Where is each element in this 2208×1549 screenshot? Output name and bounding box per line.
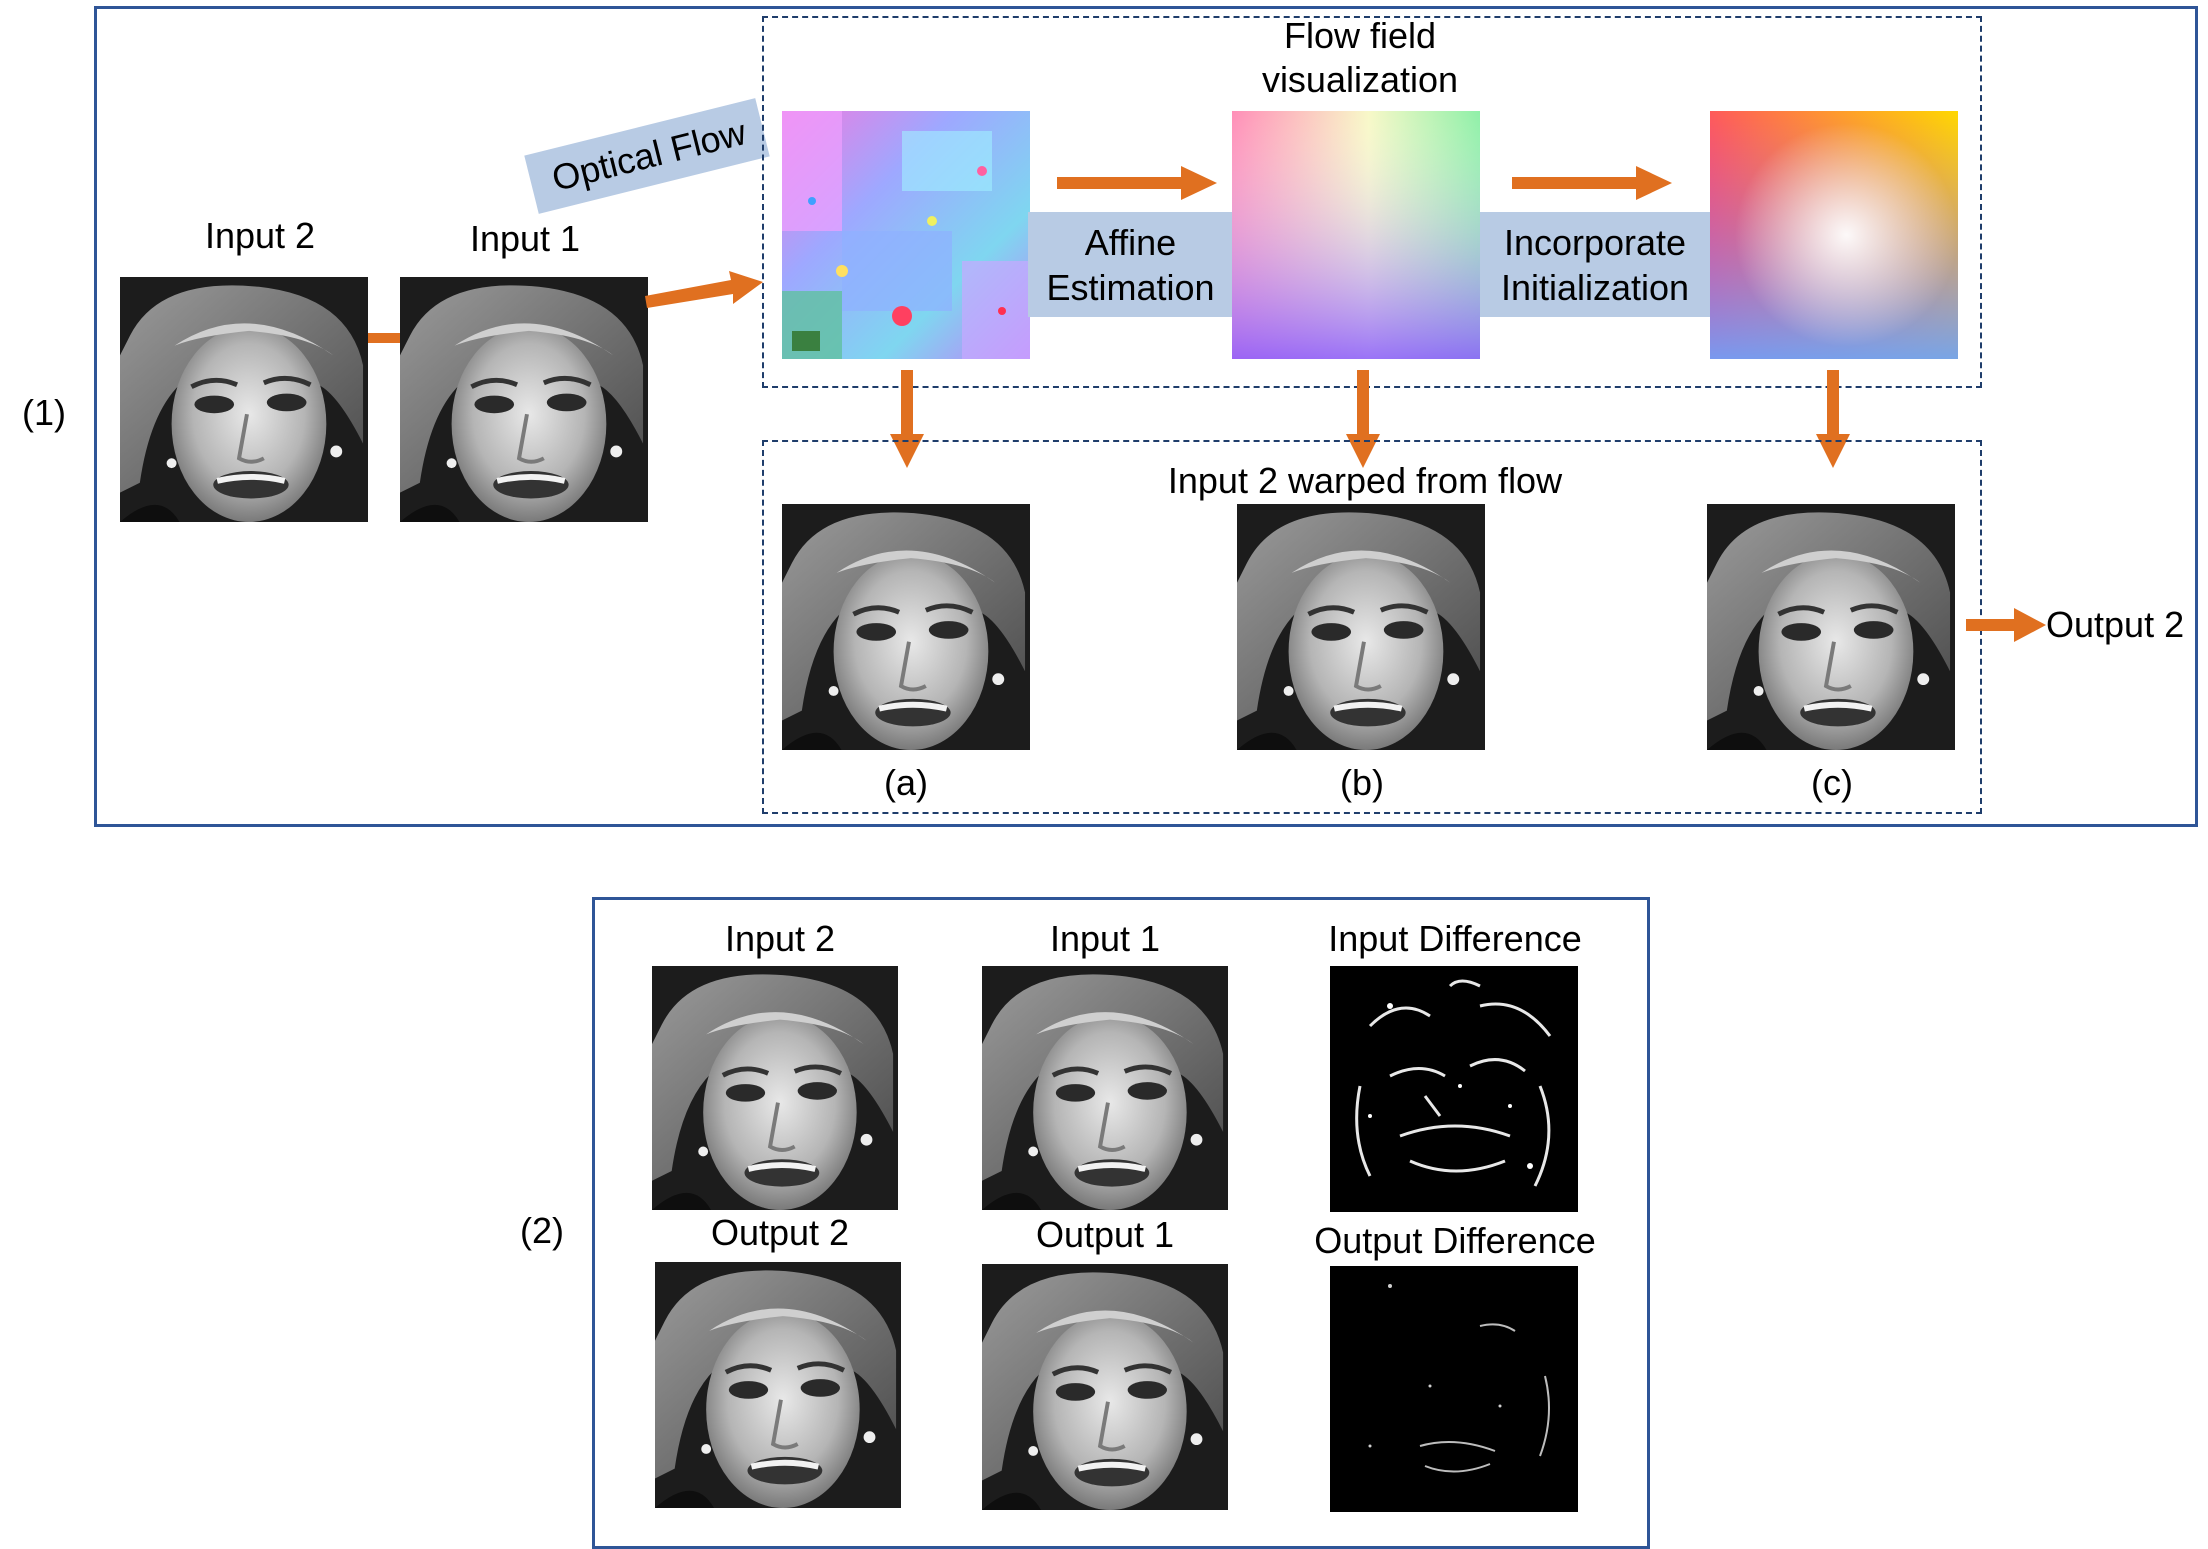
optical-flow-visualization [782,111,1030,359]
p2-output-1-label: Output 1 [1035,1214,1175,1255]
p2-input-2-image [652,966,898,1210]
affine-estimation-label: Affine Estimation [1046,222,1215,308]
affine-flow-visualization [1232,111,1480,359]
input-1-image [400,277,648,522]
arrow-down-c [1816,370,1850,468]
input-2-label: Input 2 [204,215,316,256]
input-connector [365,333,405,343]
panel-2-frame [592,897,1650,1549]
caption-c: (c) [1811,762,1853,803]
p2-output-2-image [655,1262,901,1508]
p2-output-difference-image [1330,1266,1578,1512]
flow-field-title: Flow field visualization [1261,15,1459,100]
output-2-label: Output 2 [2046,604,2185,645]
p2-output-1-image [982,1264,1228,1510]
arrow-to-optical-flow [645,271,763,308]
warped-image-a [782,504,1030,750]
warped-image-c [1707,504,1955,750]
initialized-flow-visualization [1710,111,1958,359]
p2-input-1-label: Input 1 [1049,918,1161,959]
flow-field-box [762,16,1982,388]
incorporate-initialization-label: Incorporate Initialization [1500,222,1690,308]
p2-input-1-image [982,966,1228,1210]
p2-input-difference-label: Input Difference [1328,918,1582,959]
arrow-down-b [1346,370,1380,468]
p2-output-difference-label: Output Difference [1314,1220,1596,1261]
arrow-down-a [890,370,924,468]
p2-input-difference-image [1330,966,1578,1212]
panel-1-label: (1) [22,392,66,433]
arrow-to-affine-flow [1057,166,1217,200]
input-2-image [120,277,368,522]
caption-a: (a) [884,762,928,803]
affine-estimation-tag [1028,212,1233,317]
incorporate-initialization-tag [1480,212,1710,317]
panel-1-frame [94,6,2198,827]
warped-image-b [1237,504,1485,750]
warped-title: Input 2 warped from flow [1167,460,1563,501]
caption-b: (b) [1340,762,1384,803]
p2-input-2-label: Input 2 [724,918,836,959]
p2-output-2-label: Output 2 [710,1212,850,1253]
panel-2-label: (2) [520,1210,564,1251]
arrow-to-output-2 [1966,608,2046,642]
input-1-label: Input 1 [469,218,581,259]
arrow-to-initialized-flow [1512,166,1672,200]
